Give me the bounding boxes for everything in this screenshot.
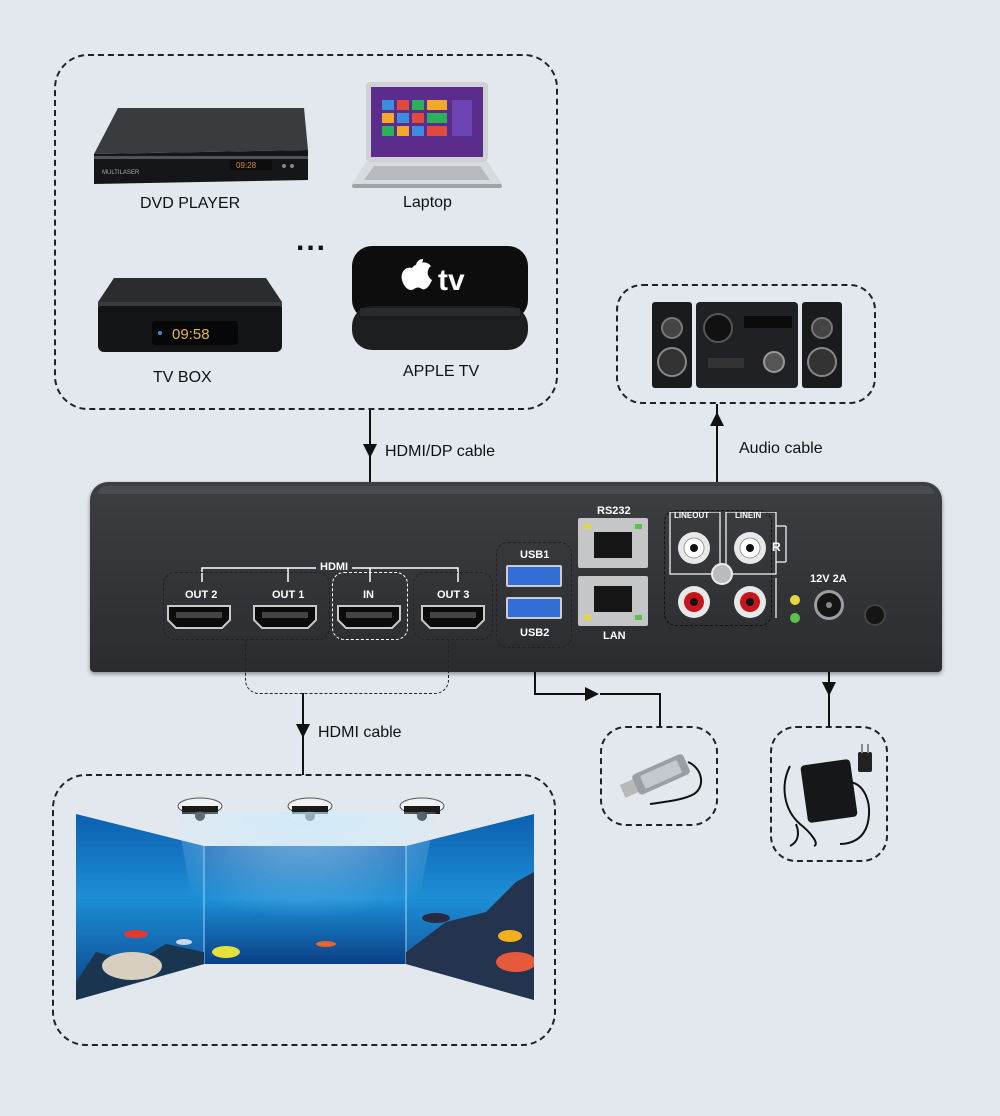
svg-text:MULTILASER: MULTILASER xyxy=(102,170,140,176)
lan-label: LAN xyxy=(603,630,626,642)
usb2-label: USB2 xyxy=(520,627,550,639)
channel-r-label: R xyxy=(772,540,781,554)
projection-output-group xyxy=(52,774,556,1046)
hdmi-input-group xyxy=(332,572,408,640)
tv-box-label: TV BOX xyxy=(153,369,212,386)
audio-cable-label: Audio cable xyxy=(739,440,823,457)
dc-power-jack xyxy=(814,590,844,620)
svg-text:09:58: 09:58 xyxy=(172,326,210,343)
power-button[interactable] xyxy=(864,604,886,626)
audio-ports-group xyxy=(664,510,772,626)
apple-tv-icon: tv xyxy=(352,246,528,350)
port-label-out2: OUT 2 xyxy=(185,589,218,601)
hdmi-outputs-group-b xyxy=(413,572,493,640)
projector-array xyxy=(177,797,445,821)
audio-rca-ports xyxy=(669,512,787,618)
hdmi-dp-cable-label: HDMI/DP cable xyxy=(385,443,495,460)
projection-wall-image xyxy=(76,812,534,1000)
svg-text:09:28: 09:28 xyxy=(236,161,257,170)
hdmi-group-label: HDMI xyxy=(316,561,353,573)
svg-text:tv: tv xyxy=(438,264,465,297)
dvd-player-icon: MULTILASER 09:28 xyxy=(94,108,308,184)
apple-tv-label: APPLE TV xyxy=(403,363,480,380)
usb-stick-icon xyxy=(619,754,703,805)
hdmi-port-out1 xyxy=(253,605,317,629)
hdmi-outputs-group-a xyxy=(163,572,330,640)
usb1-label: USB1 xyxy=(520,549,550,561)
status-led-green xyxy=(790,613,800,623)
hdmi-outputs-connector-box xyxy=(245,640,449,694)
lan-port xyxy=(578,576,648,626)
power-adapter-icon xyxy=(783,744,872,847)
audio-output-group xyxy=(616,284,876,404)
hdmi-port-out3 xyxy=(421,605,485,629)
hdmi-ports xyxy=(167,605,485,629)
laptop-label: Laptop xyxy=(403,194,452,211)
port-label-out1: OUT 1 xyxy=(272,589,305,601)
panel-top-edge xyxy=(98,486,934,494)
hdmi-port-in xyxy=(337,605,401,629)
hdmi-port-out2 xyxy=(167,605,231,629)
usb-ports-group xyxy=(496,542,572,648)
source-devices-group xyxy=(54,54,558,410)
hdmi-cable-label: HDMI cable xyxy=(318,724,402,741)
usb2-port xyxy=(506,597,562,619)
more-sources-ellipsis: ... xyxy=(296,224,328,257)
power-rating-label: 12V 2A xyxy=(810,573,847,585)
rs232-label: RS232 xyxy=(597,505,631,517)
status-led-yellow xyxy=(790,595,800,605)
laptop-icon xyxy=(352,82,502,188)
line-out-label: LINEOUT xyxy=(674,511,710,520)
usb1-port xyxy=(506,565,562,587)
rs232-port xyxy=(578,518,648,568)
dvd-player-label: DVD PLAYER xyxy=(140,195,241,212)
port-label-in: IN xyxy=(363,589,374,601)
power-adapter-group xyxy=(770,726,888,862)
port-label-out3: OUT 3 xyxy=(437,589,470,601)
line-in-label: LINEIN xyxy=(735,511,762,520)
tv-box-icon: 09:58 xyxy=(98,278,282,352)
usb-storage-group xyxy=(600,726,718,826)
speaker-system-icon xyxy=(652,302,842,388)
